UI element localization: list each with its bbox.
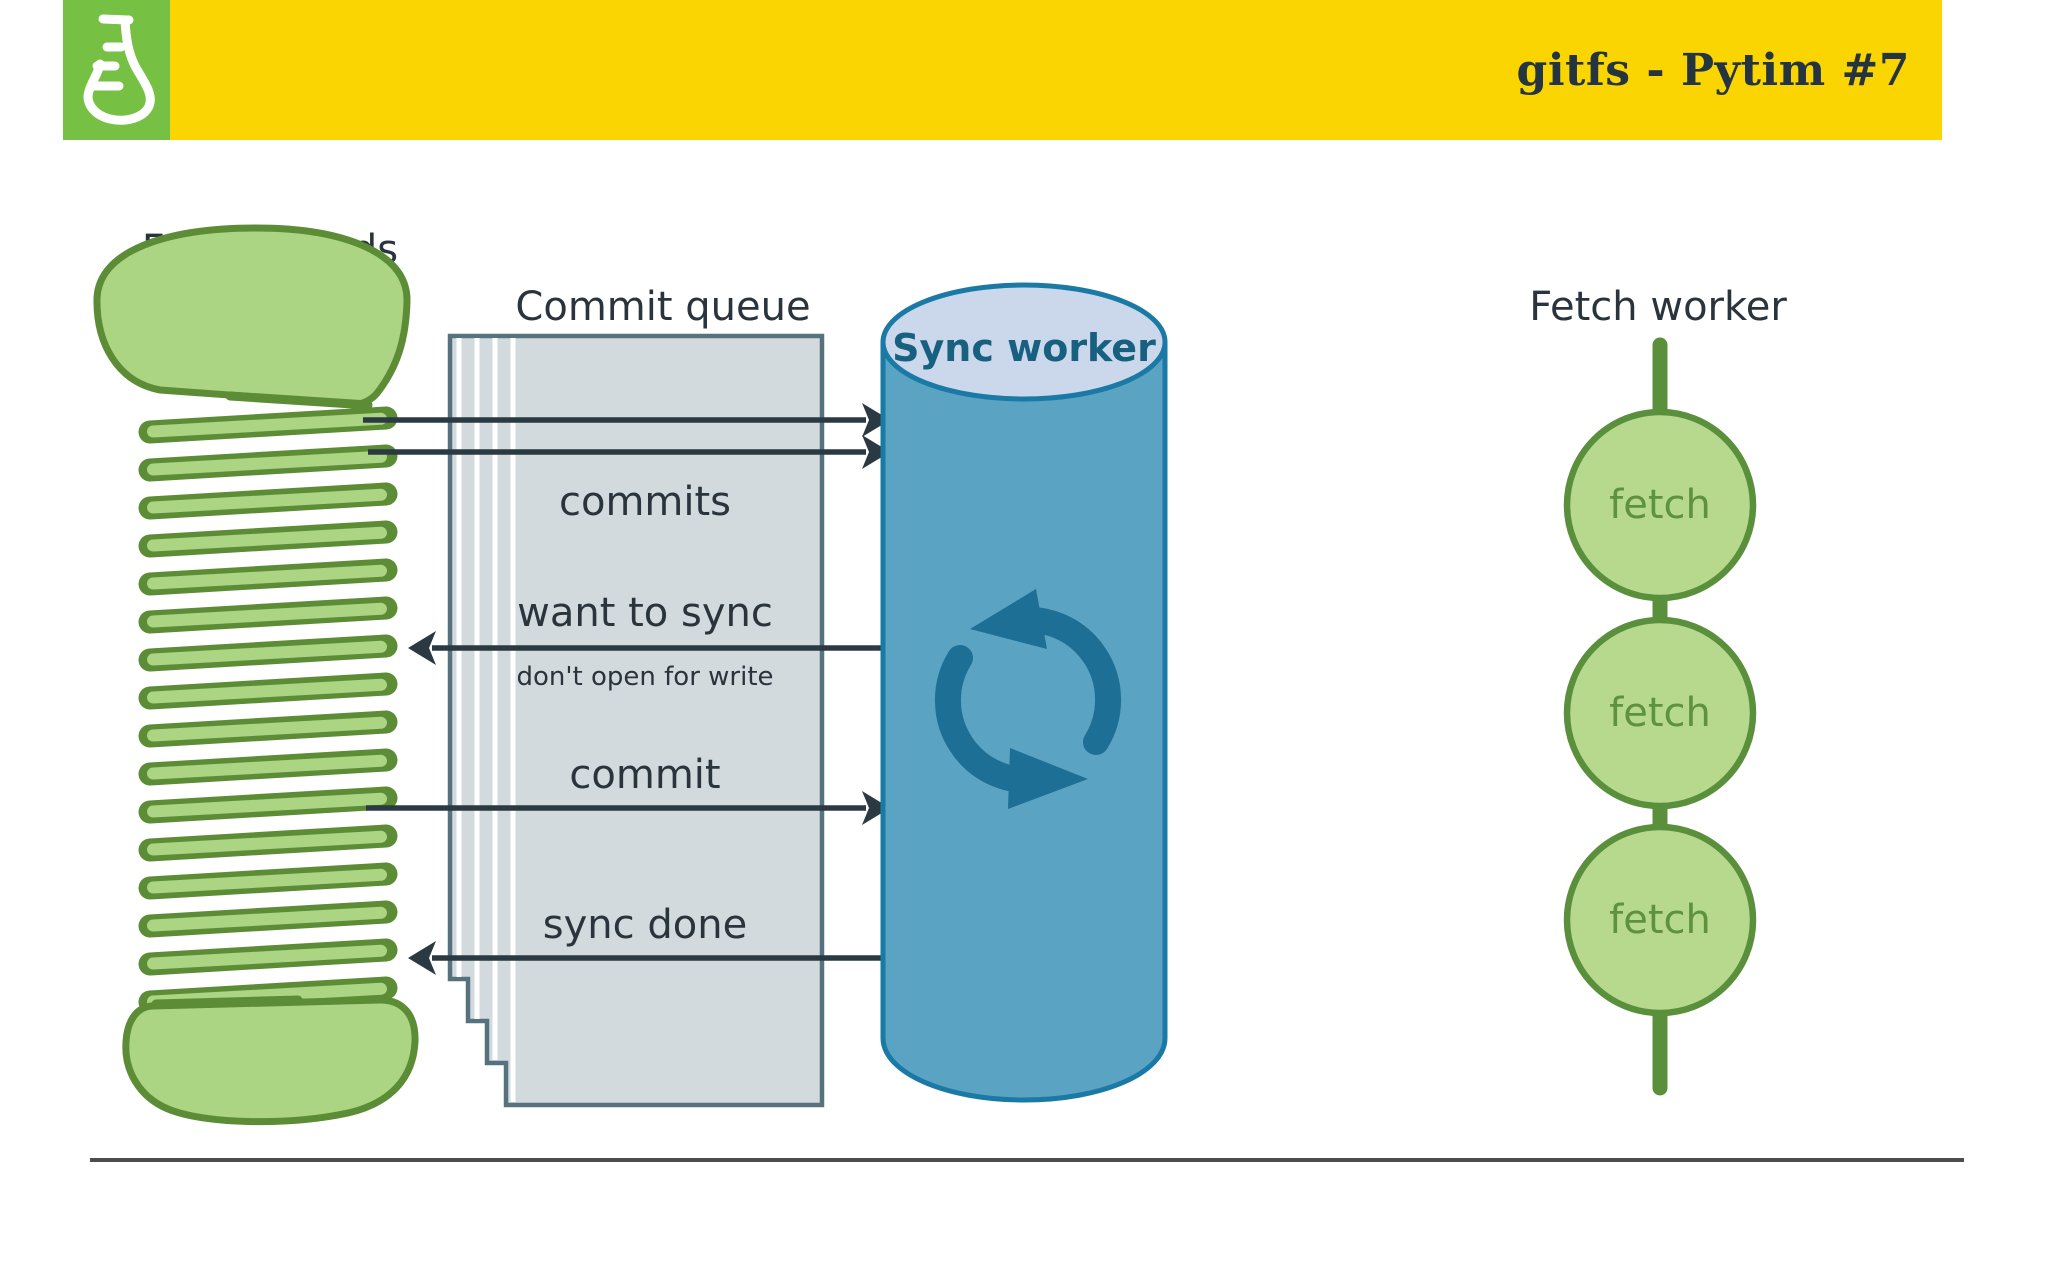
fuse-threads-coil xyxy=(93,224,419,1126)
coil-turn xyxy=(150,494,386,508)
flow-label-commit: commit xyxy=(569,752,720,798)
fetch-node xyxy=(1563,823,1757,1017)
gitfs-logo xyxy=(63,0,170,140)
sync-worker-label: Sync worker xyxy=(892,326,1156,370)
flow-label-commits: commits xyxy=(559,479,731,525)
arrowhead-left-icon xyxy=(408,941,436,975)
coil-turn xyxy=(150,912,386,926)
commit-queue-shape xyxy=(447,333,825,1108)
cylinder-body xyxy=(880,342,1168,1103)
coil-top-cap xyxy=(93,224,411,408)
fetch-worker: fetch fetch fetch xyxy=(1563,337,1757,1096)
coil-bottom-cap xyxy=(122,996,419,1126)
arrowhead-right-icon xyxy=(862,791,890,825)
coil-turn xyxy=(150,684,386,698)
fetch-node-label: fetch xyxy=(1609,690,1711,736)
fetch-node-label: fetch xyxy=(1609,897,1711,943)
coil-turn xyxy=(150,722,386,736)
flow-label-sync-done: sync done xyxy=(543,902,747,948)
coil-turn xyxy=(150,646,386,660)
coil-turn xyxy=(150,570,386,584)
fetch-node xyxy=(1563,408,1757,602)
header-band: gitfs - Pytim #7 xyxy=(170,0,1942,140)
coil-turn xyxy=(150,456,386,470)
flask-icon xyxy=(83,14,155,125)
coil-turn xyxy=(150,950,386,964)
coil-turn xyxy=(150,532,386,546)
coil-turn xyxy=(150,418,386,432)
cylinder-top xyxy=(880,282,1168,402)
fetch-node xyxy=(1563,616,1757,810)
fetch-worker-label: Fetch worker xyxy=(1529,284,1787,330)
commit-queue: commits want to sync don't open for writ… xyxy=(447,333,825,1108)
coil-wire-notch-bottom xyxy=(151,995,303,1009)
flow-label-want-to-sync: want to sync xyxy=(517,590,773,636)
coil-wire-notch-top xyxy=(225,391,373,410)
arrowhead-left-icon xyxy=(408,631,436,665)
sync-worker: Sync worker xyxy=(880,282,1168,1103)
arrowhead-right-icon xyxy=(862,435,890,469)
sync-arrows-icon xyxy=(934,589,1122,809)
coil-turn xyxy=(150,760,386,774)
coil-turn xyxy=(150,836,386,850)
flow-note-dont-open-for-write: don't open for write xyxy=(516,662,773,692)
fetch-node-label: fetch xyxy=(1609,482,1711,528)
coil-turn xyxy=(150,874,386,888)
flow-arrows xyxy=(363,403,890,975)
coil-turn xyxy=(150,798,386,812)
commit-queue-label: Commit queue xyxy=(515,284,810,330)
arrowhead-right-icon xyxy=(862,403,890,437)
slide-title: gitfs - Pytim #7 xyxy=(1516,44,1910,96)
coil-turn xyxy=(150,608,386,622)
